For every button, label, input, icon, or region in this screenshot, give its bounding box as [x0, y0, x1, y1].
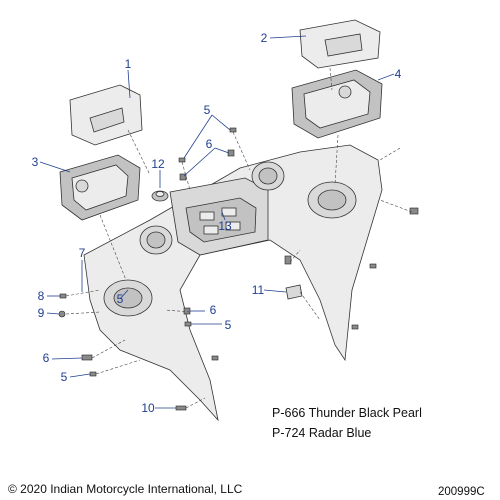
callout-1: 1: [125, 57, 132, 71]
callout-12: 12: [151, 157, 165, 171]
callout-4: 4: [395, 67, 402, 81]
part-11-clip: [285, 284, 303, 300]
callout-5: 5: [204, 103, 211, 117]
inner-fairing: [83, 144, 383, 422]
part-12-grommet: [151, 190, 169, 202]
callout-11: 11: [252, 283, 265, 297]
assembly-lines: [65, 67, 413, 409]
callout-8: 8: [38, 289, 45, 303]
callout-3: 3: [32, 155, 39, 169]
part-2-cover: [299, 19, 381, 69]
callout-2: 2: [261, 31, 268, 45]
callout-5: 5: [117, 292, 124, 306]
callout-6: 6: [43, 351, 50, 365]
diagram-id: 200999C: [438, 486, 485, 498]
callout-5: 5: [225, 318, 232, 332]
callout-6: 6: [206, 137, 213, 151]
callout-10: 10: [141, 401, 155, 415]
callout-7: 7: [79, 246, 86, 260]
paint-code-1: P-666 Thunder Black Pearl: [272, 406, 422, 420]
part-3-bezel: [59, 154, 141, 221]
copyright-notice: © 2020 Indian Motorcycle International, …: [8, 482, 243, 496]
callout-13: 13: [218, 219, 232, 233]
paint-code-2: P-724 Radar Blue: [272, 426, 372, 440]
callout-5: 5: [61, 370, 68, 384]
part-4-bezel: [291, 69, 383, 139]
callout-9: 9: [38, 306, 45, 320]
callout-6: 6: [210, 303, 217, 317]
part-1-cover: [69, 84, 143, 146]
leader-lines: [39, 35, 395, 409]
